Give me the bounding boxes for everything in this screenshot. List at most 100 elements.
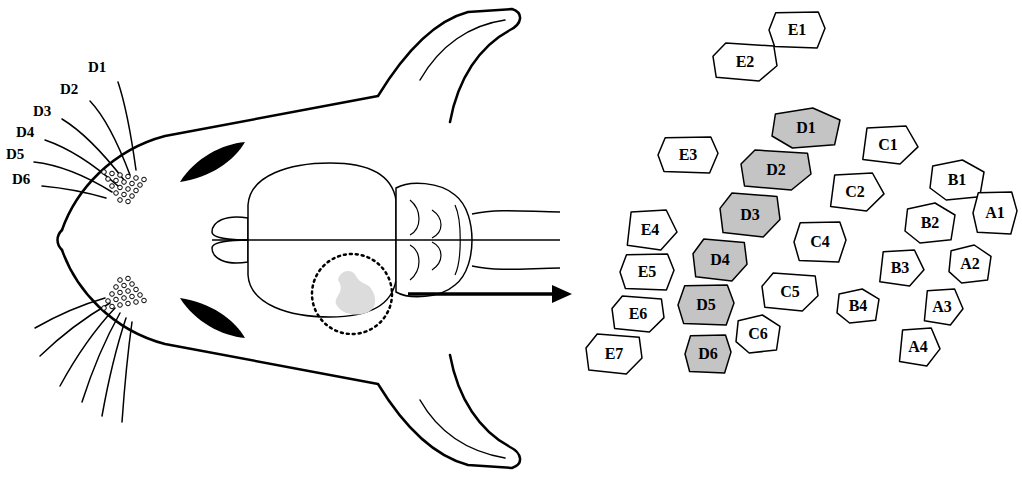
whisker-follicle	[118, 290, 123, 295]
whisker-follicle	[110, 292, 115, 297]
barrel-label: A1	[985, 204, 1005, 222]
barrel-label: E5	[638, 263, 657, 281]
barrel: C6	[735, 314, 781, 354]
barrel: A2	[948, 244, 992, 284]
barrel-shape	[741, 150, 811, 190]
eye	[180, 298, 245, 338]
barrel-label: C5	[780, 283, 800, 301]
barrel: A4	[895, 327, 941, 367]
barrel-label: C4	[810, 233, 830, 251]
whisker-follicle	[114, 178, 119, 183]
snout-tip	[58, 230, 63, 250]
dotted-region-circle	[312, 254, 392, 334]
barrel: E6	[611, 295, 665, 333]
whisker-follicle	[122, 296, 127, 301]
barrel-label: E6	[629, 305, 648, 323]
barrel-label: D5	[696, 296, 716, 314]
barrel-label: A3	[932, 298, 952, 316]
barrel-shape	[772, 108, 840, 148]
whisker-follicle	[110, 171, 115, 176]
whisker-follicle	[134, 300, 139, 305]
whisker-follicle	[102, 306, 107, 311]
ear-inner	[420, 20, 505, 80]
whisker-label: D6	[12, 172, 30, 187]
whisker-follicle	[114, 191, 119, 196]
barrel: B3	[875, 249, 925, 287]
barrel-shape	[837, 289, 879, 323]
whisker-label: D3	[33, 104, 51, 119]
barrel-field-stain	[336, 271, 375, 314]
barrel-shape	[720, 193, 780, 237]
olfactory-bulb	[212, 240, 248, 263]
barrel: C2	[825, 172, 885, 212]
barrel: D5	[677, 284, 735, 326]
barrel: A1	[972, 191, 1018, 235]
barrel: E2	[712, 42, 778, 82]
whisker-follicle	[134, 287, 139, 292]
olfactory-bulb	[212, 217, 248, 240]
barrel-shape	[973, 192, 1017, 234]
whisker	[122, 322, 132, 422]
whisker-follicle	[118, 278, 123, 283]
barrel-label: D1	[796, 119, 816, 137]
barrel-label: E4	[641, 221, 660, 239]
barrel-shape	[736, 315, 780, 353]
whisker	[90, 101, 130, 175]
whisker-follicle	[102, 170, 107, 175]
whisker-follicle	[126, 174, 131, 179]
whisker-follicle	[142, 298, 147, 303]
barrel-label: A2	[960, 255, 980, 273]
barrel-shape	[693, 239, 747, 281]
barrel-shape	[713, 43, 777, 81]
whisker-follicle	[106, 177, 111, 182]
barrel-label: A4	[908, 338, 928, 356]
barrel: A3	[920, 288, 964, 326]
barrel-shape	[769, 12, 825, 48]
whisker-label: D5	[6, 147, 24, 162]
magnify-arrow	[408, 292, 556, 296]
whisker-follicle	[118, 173, 123, 178]
barrel-label: B2	[921, 214, 940, 232]
whisker-follicle	[118, 303, 123, 308]
whisker-label: D1	[88, 60, 106, 75]
barrel-shape	[949, 245, 991, 283]
barrel-label: E1	[788, 21, 807, 39]
barrel: E7	[585, 333, 643, 375]
whisker	[45, 140, 118, 186]
barrel-shape	[678, 285, 734, 325]
whisker-follicle	[126, 276, 131, 281]
whisker-follicle	[134, 176, 139, 181]
barrel-label: D6	[698, 345, 718, 363]
whisker-follicle	[130, 294, 135, 299]
barrel-shape	[586, 334, 642, 374]
whisker-follicle	[122, 180, 127, 185]
barrel-label: E3	[679, 146, 698, 164]
barrel-shape	[620, 254, 674, 290]
whisker-follicle	[126, 289, 131, 294]
barrel-shape	[685, 335, 731, 373]
whisker	[118, 82, 136, 170]
barrel: E4	[622, 209, 678, 251]
ear-inner	[420, 400, 505, 458]
barrel-label: C1	[878, 136, 898, 154]
barrel: E1	[768, 11, 826, 49]
barrel-shape	[905, 203, 955, 243]
whisker-follicle	[122, 283, 127, 288]
barrel: D1	[771, 107, 841, 149]
whisker-follicle	[138, 183, 143, 188]
barrel-shape	[627, 210, 677, 250]
whisker-follicle	[130, 194, 135, 199]
whisker-follicle	[126, 199, 131, 204]
whisker-follicle	[130, 282, 135, 287]
whisker-follicle	[118, 198, 123, 203]
barrel: B4	[836, 288, 880, 324]
whisker-label: D2	[60, 82, 78, 97]
barrel-label: D3	[740, 206, 760, 224]
whisker-follicle	[126, 301, 131, 306]
barrel: D3	[719, 192, 781, 238]
barrel: D2	[740, 149, 812, 191]
barrel: C1	[857, 125, 919, 165]
brain-midline	[212, 239, 560, 241]
whisker-follicle	[110, 184, 115, 189]
